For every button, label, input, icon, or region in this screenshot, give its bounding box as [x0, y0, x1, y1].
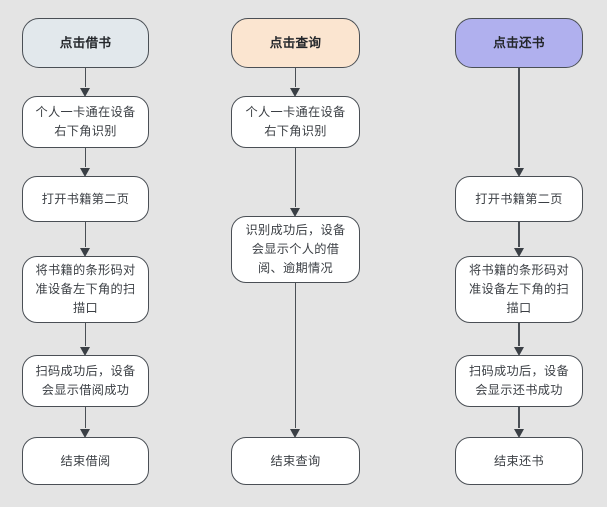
- node-label: 个人一卡通在设备 右下角识别: [35, 105, 136, 138]
- node-query-step-2[interactable]: 识别成功后，设备 会显示个人的借 阅、逾期情况: [231, 216, 360, 283]
- arrowhead-icon: [80, 429, 91, 438]
- node-query-step-1[interactable]: 个人一卡通在设备 右下角识别: [231, 96, 360, 148]
- node-label: 将书籍的条形码对 准设备左下角的扫 描口: [35, 263, 136, 315]
- node-label: 识别成功后，设备 会显示个人的借 阅、逾期情况: [245, 223, 346, 275]
- edge-line: [294, 148, 297, 207]
- node-label: 点击还书: [493, 35, 545, 51]
- arrowhead-icon: [80, 88, 91, 97]
- node-return-step-2[interactable]: 将书籍的条形码对 准设备左下角的扫 描口: [455, 256, 583, 323]
- edge-line: [84, 148, 87, 167]
- edge-line: [294, 283, 297, 428]
- arrowhead-icon: [290, 429, 301, 438]
- node-label: 打开书籍第二页: [41, 191, 130, 206]
- node-return-step-3[interactable]: 扫码成功后，设备 会显示还书成功: [455, 355, 583, 407]
- arrowhead-icon: [80, 248, 91, 257]
- node-label: 结束还书: [494, 453, 544, 468]
- node-label: 扫码成功后，设备 会显示还书成功: [469, 364, 569, 397]
- node-return-step-1[interactable]: 打开书籍第二页: [455, 176, 583, 222]
- arrowhead-icon: [513, 429, 524, 438]
- node-return-start[interactable]: 点击还书: [455, 18, 583, 68]
- node-label: 点击查询: [269, 35, 322, 51]
- flow-column-return: 点击还书 打开书籍第二页 将书籍的条形码对 准设备左下角的扫 描口 扫码成功后，…: [455, 0, 583, 507]
- arrowhead-icon: [290, 208, 301, 217]
- edge-line: [84, 407, 87, 428]
- node-query-end[interactable]: 结束查询: [231, 437, 360, 485]
- node-label: 结束借阅: [60, 453, 111, 468]
- node-borrow-step-1[interactable]: 个人一卡通在设备 右下角识别: [22, 96, 149, 148]
- node-label: 结束查询: [270, 453, 321, 468]
- node-borrow-step-4[interactable]: 扫码成功后，设备 会显示借阅成功: [22, 355, 149, 407]
- flow-column-query: 点击查询 个人一卡通在设备 右下角识别 识别成功后，设备 会显示个人的借 阅、逾…: [231, 0, 360, 507]
- flow-column-borrow: 点击借书 个人一卡通在设备 右下角识别 打开书籍第二页 将书籍的条形码对 准设备…: [22, 0, 149, 507]
- edge-line: [294, 68, 297, 87]
- arrowhead-icon: [80, 347, 91, 356]
- node-label: 点击借书: [59, 35, 112, 51]
- node-borrow-step-3[interactable]: 将书籍的条形码对 准设备左下角的扫 描口: [22, 256, 149, 323]
- node-return-end[interactable]: 结束还书: [455, 437, 583, 485]
- node-borrow-end[interactable]: 结束借阅: [22, 437, 149, 485]
- node-borrow-step-2[interactable]: 打开书籍第二页: [22, 176, 149, 222]
- node-label: 个人一卡通在设备 右下角识别: [245, 105, 346, 138]
- node-label: 扫码成功后，设备 会显示借阅成功: [35, 364, 136, 397]
- node-query-start[interactable]: 点击查询: [231, 18, 360, 68]
- edge-line: [84, 323, 87, 346]
- edge-line: [518, 323, 520, 346]
- edge-line: [518, 68, 520, 167]
- arrowhead-icon: [513, 347, 524, 356]
- arrowhead-icon: [513, 248, 524, 257]
- edge-line: [84, 222, 87, 247]
- edge-line: [518, 222, 520, 247]
- edge-line: [518, 407, 520, 428]
- arrowhead-icon: [513, 168, 524, 177]
- arrowhead-icon: [290, 88, 301, 97]
- edge-line: [84, 68, 87, 87]
- node-label: 打开书籍第二页: [475, 191, 563, 206]
- node-borrow-start[interactable]: 点击借书: [22, 18, 149, 68]
- node-label: 将书籍的条形码对 准设备左下角的扫 描口: [469, 263, 569, 315]
- arrowhead-icon: [80, 168, 91, 177]
